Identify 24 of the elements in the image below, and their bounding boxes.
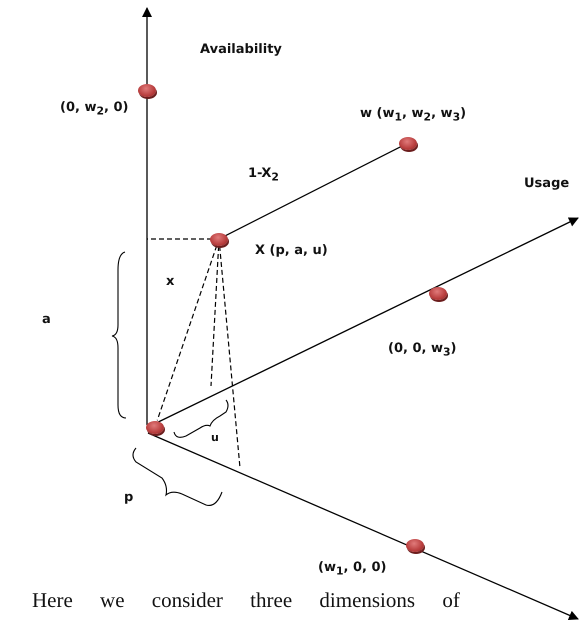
point-marker: [399, 136, 417, 150]
dashed-line: [147, 238, 212, 240]
line: [224, 146, 402, 236]
point-marker: [210, 232, 228, 246]
coordinate-label: (w$_{1}$, 0, 0): [318, 560, 386, 578]
dashed-line: [219, 246, 241, 468]
axis-label: Usage: [524, 176, 570, 191]
edge-label: 1-X$_{2}$: [248, 166, 279, 184]
coordinate-label: (0, w$_{2}$, 0): [60, 100, 128, 118]
coordinate-label: (0, 0, w$_{3}$): [388, 341, 456, 359]
dashed-line: [210, 246, 220, 386]
point-marker: [138, 84, 156, 96]
axis-label: Availability: [200, 42, 282, 57]
point-marker: [429, 286, 447, 300]
body-text: Here we consider three dimensions of: [32, 588, 460, 613]
dashed-line: [156, 245, 218, 421]
variable-label: u: [211, 431, 219, 444]
variable-label: p: [124, 490, 134, 505]
coordinate-label: w (w$_{1}$, w$_{2}$, w$_{3}$): [360, 106, 466, 124]
variable-label: x: [166, 274, 174, 289]
variable-label: a: [42, 312, 51, 327]
point-marker: [146, 420, 164, 434]
point-marker: [406, 538, 424, 552]
coordinate-label: X (p, a, u): [255, 243, 328, 258]
